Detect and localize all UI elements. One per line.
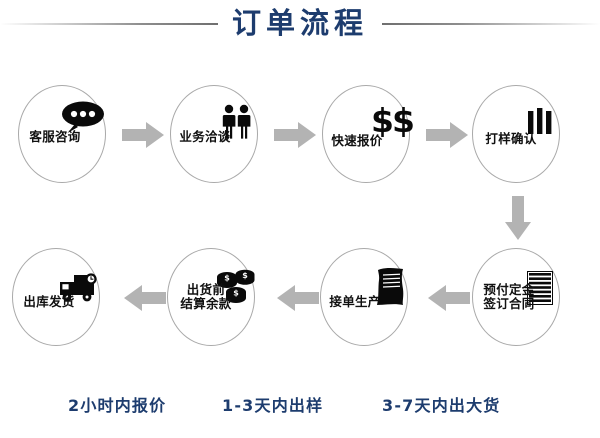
flow-node-label: 业务洽谈 <box>179 129 231 144</box>
title-rule-left <box>0 23 218 25</box>
footer-item-quote-time: 2小时内报价 <box>68 396 167 415</box>
flow-node-label: 预付定金 签订合同 <box>483 282 535 311</box>
flow-node-label: 客服咨询 <box>29 129 81 144</box>
arrow-7-to-8 <box>124 285 166 311</box>
delivery-truck-icon <box>59 273 101 307</box>
arrow-3-to-4 <box>426 122 468 148</box>
footer-summary: 2小时内报价 1-3天内出样 3-7天内出大货 <box>0 394 600 424</box>
title-rule-right <box>382 23 600 25</box>
page-title: 订单流程 <box>231 6 368 40</box>
flow-node-settle-balance: $ $ $ 出货前 结算余款 <box>167 248 255 346</box>
two-people-icon <box>221 104 253 144</box>
title-bar: 订单流程 <box>0 0 600 52</box>
arrow-5-to-6 <box>428 285 470 311</box>
flow-node-business-talk: 业务洽谈 <box>170 85 258 183</box>
arrow-6-to-7 <box>277 285 319 311</box>
flow-node-label: 快速报价 <box>331 133 383 148</box>
document-lines-icon <box>527 271 553 309</box>
flow-node-label: 出库发货 <box>23 294 75 309</box>
flow-node-label: 出货前 结算余款 <box>180 282 232 311</box>
arrow-2-to-3 <box>274 122 316 148</box>
flow-node-deposit-contract: 预付定金 签订合同 <box>472 248 560 346</box>
svg-text:$: $ <box>224 273 230 282</box>
scroll-document-icon <box>373 267 407 311</box>
footer-item-bulk-time: 3-7天内出大货 <box>382 396 501 415</box>
flow-node-shipment: 出库发货 <box>12 248 100 346</box>
flow-node-sample-confirm: 打样确认 <box>472 85 560 183</box>
svg-text:$: $ <box>242 271 248 280</box>
flow-node-quick-quote: $$ 快速报价 <box>322 85 415 183</box>
flow-node-label: 接单生产 <box>329 294 381 309</box>
speech-bubble-icon <box>59 100 105 138</box>
flow-node-production: 接单生产 <box>320 248 408 346</box>
flow-node-label: 打样确认 <box>485 131 537 146</box>
svg-text:$: $ <box>233 288 239 297</box>
coin-stacks-icon: $ $ $ <box>216 267 256 309</box>
arrow-4-to-5 <box>505 196 531 240</box>
arrow-1-to-2 <box>122 122 164 148</box>
footer-item-sample-time: 1-3天内出样 <box>222 396 324 415</box>
dollar-signs-icon: $$ <box>371 101 415 140</box>
bar-chart-icon <box>527 108 553 138</box>
flow-node-customer-service: 客服咨询 <box>18 85 106 183</box>
